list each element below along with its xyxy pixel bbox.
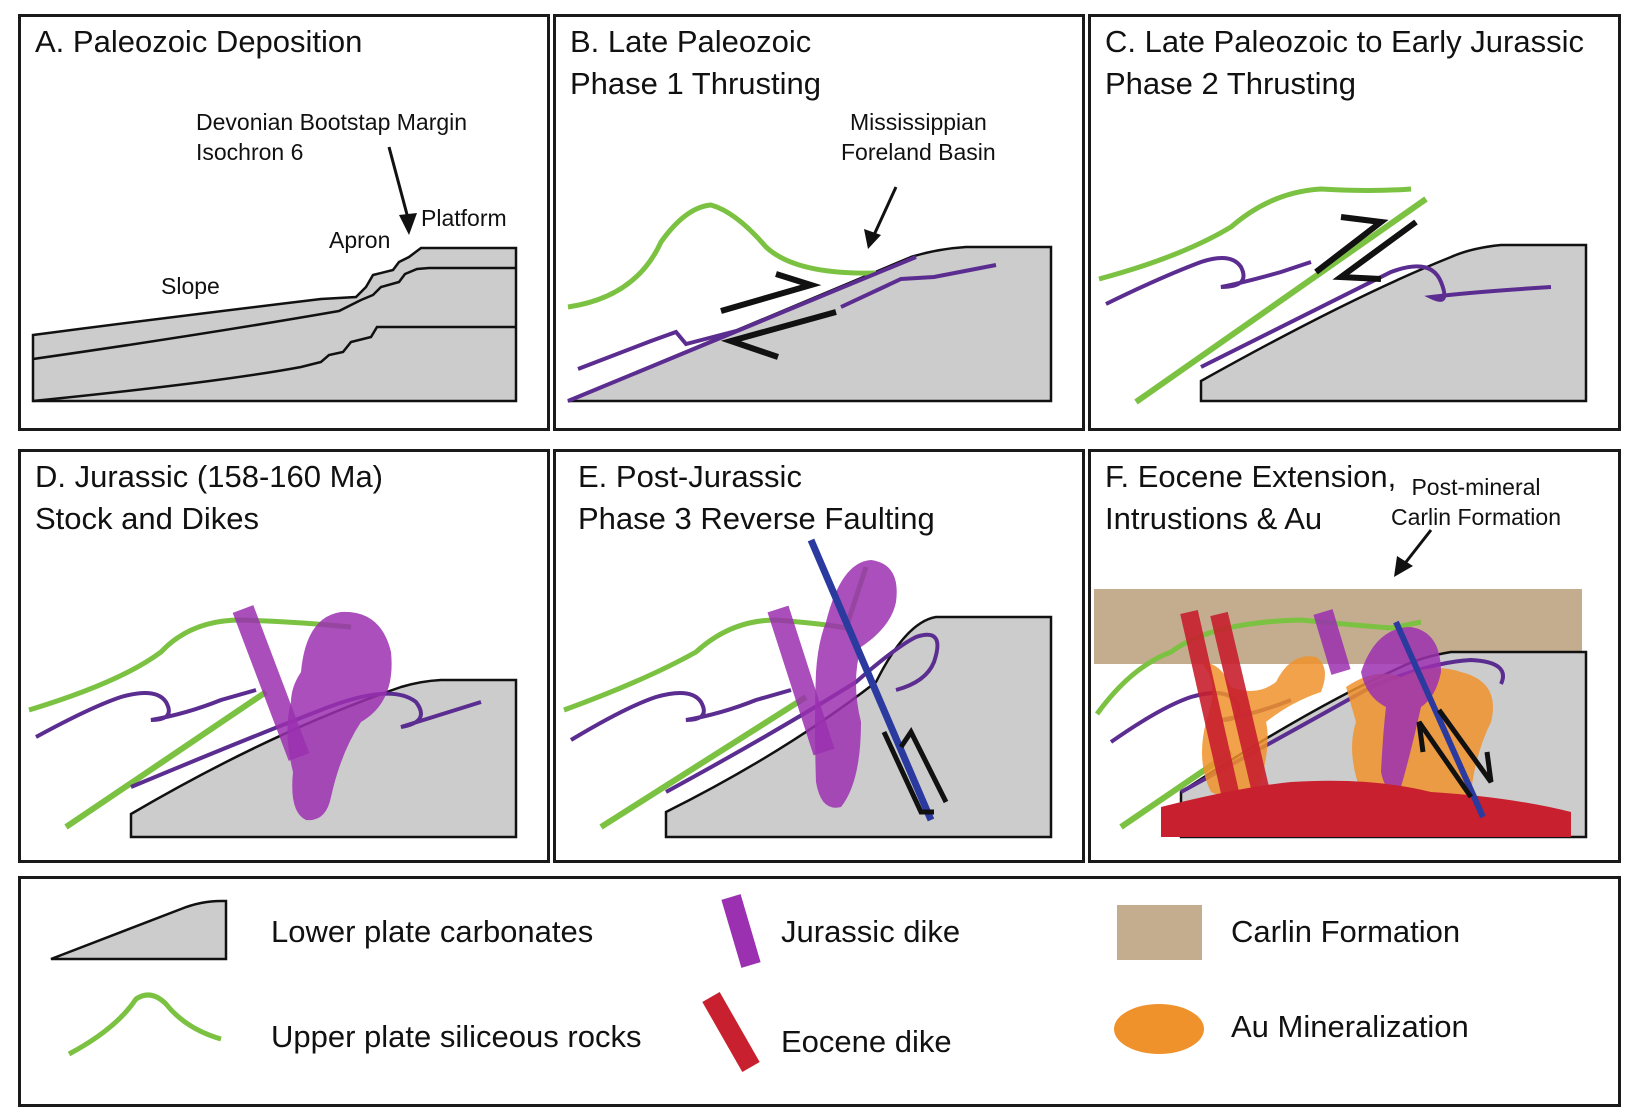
panel-a-drawing: [31, 146, 518, 403]
fold-line-footwall: [1200, 264, 1552, 369]
eocene-intrusion: [1161, 780, 1571, 837]
legend-jurassic-dike-label: Jurassic dike: [781, 914, 961, 949]
thrust-fault: [1134, 196, 1428, 405]
strata-line-1: [32, 266, 516, 361]
panel-a-title: A. Paleozoic Deposition: [35, 21, 362, 63]
panel-c: C. Late Paleozoic to Early Jurassic Phas…: [1088, 14, 1621, 431]
panel-a-title-line: A. Paleozoic Deposition: [35, 24, 363, 59]
carlin-swatch: [1117, 905, 1202, 960]
fault-line: [599, 694, 808, 830]
fold-line-hanging: [569, 688, 792, 742]
margin-label-line: Isochron 6: [196, 139, 304, 165]
panel-b: B. Late Paleozoic Phase 1 Thrusting Miss…: [553, 14, 1085, 431]
jurassic-dike-swatch: [721, 894, 761, 968]
lower-plate-swatch: [50, 899, 228, 961]
legend: Lower plate carbonates Upper plate silic…: [18, 876, 1621, 1107]
panel-d-title-line: Stock and Dikes: [35, 501, 259, 536]
motion-arrow-up: [881, 730, 934, 815]
jurassic-stock: [815, 560, 897, 808]
panel-e-drawing: [563, 538, 1053, 839]
jurassic-stock: [1361, 627, 1441, 790]
margin-arrow-shaft: [387, 146, 411, 223]
panel-b-title-line: B. Late Paleozoic: [570, 24, 812, 59]
basin-arrow-head: [864, 229, 881, 249]
basin-label: Mississippian Foreland Basin: [841, 107, 996, 167]
panel-b-title-line: Phase 1 Thrusting: [570, 66, 822, 101]
panel-f: F. Eocene Extension, Intrustions & Au Po…: [1088, 449, 1621, 863]
panel-a: A. Paleozoic Deposition Devonian Bootsta…: [18, 14, 550, 431]
basin-arrow-shaft: [872, 186, 898, 236]
margin-arrow-head: [399, 213, 417, 235]
carlin-arrow-shaft: [1404, 529, 1433, 563]
upper-plate-swatch: [67, 992, 222, 1057]
legend-upper-plate-label: Upper plate siliceous rocks: [271, 1019, 642, 1054]
siliceous-rocks: [567, 202, 877, 310]
panel-d: D. Jurassic (158-160 Ma) Stock and Dikes: [18, 449, 550, 863]
motion-arrow-upper: [1314, 214, 1389, 275]
carlin-label-line: Carlin Formation: [1391, 504, 1561, 530]
platform-label: Platform: [421, 205, 507, 231]
panel-e-title-line: Phase 3 Reverse Faulting: [578, 501, 935, 536]
carbonate-platform: [31, 246, 518, 403]
panel-f-title-line: F. Eocene Extension,: [1105, 459, 1397, 494]
motion-arrow-lower: [1332, 219, 1418, 282]
panel-c-drawing: [1098, 186, 1588, 405]
panel-c-title: C. Late Paleozoic to Early Jurassic Phas…: [1105, 21, 1584, 105]
thrust-fault: [567, 255, 917, 403]
motion-arrow-up: [1416, 720, 1474, 799]
slope-label: Slope: [161, 273, 220, 299]
apron-label: Apron: [329, 227, 391, 253]
margin-label: Devonian Bootstap Margin Isochron 6: [196, 107, 467, 167]
fold-line-footwall: [840, 263, 997, 309]
eocene-dike-swatch: [702, 992, 760, 1072]
au-swatch: [1114, 1004, 1204, 1054]
fold-line-hanging: [577, 329, 737, 371]
panel-f-drawing: [1094, 529, 1588, 839]
panel-e: E. Post-Jurassic Phase 3 Reverse Faultin…: [553, 449, 1085, 863]
legend-lower-plate-label: Lower plate carbonates: [271, 914, 594, 949]
panel-b-drawing: [567, 186, 1053, 403]
carlin-label-line: Post-mineral: [1411, 474, 1541, 500]
motion-arrow-down: [898, 727, 949, 804]
jurassic-stock: [287, 611, 392, 821]
legend-eocene-dike-label: Eocene dike: [781, 1024, 952, 1059]
panel-f-title: F. Eocene Extension, Intrustions & Au: [1105, 456, 1396, 540]
basin-label-line: Foreland Basin: [841, 139, 996, 165]
panel-e-title-line: E. Post-Jurassic: [578, 459, 802, 494]
margin-label-line: Devonian Bootstap Margin: [196, 109, 468, 135]
motion-arrow-upper: [720, 271, 822, 314]
panel-b-title: B. Late Paleozoic Phase 1 Thrusting: [570, 21, 821, 105]
normal-fault: [1393, 620, 1486, 819]
fold-line-hanging: [35, 688, 257, 739]
motion-arrow-lower: [720, 309, 837, 360]
panel-c-title-line: Phase 2 Thrusting: [1105, 66, 1357, 101]
panel-e-title: E. Post-Jurassic Phase 3 Reverse Faultin…: [578, 456, 935, 540]
panel-d-title-line: D. Jurassic (158-160 Ma): [35, 459, 384, 494]
carbonate-block: [1199, 243, 1588, 403]
panel-d-title: D. Jurassic (158-160 Ma) Stock and Dikes: [35, 456, 383, 540]
legend-carlin-label: Carlin Formation: [1231, 914, 1461, 949]
basin-label-line: Mississippian: [849, 109, 987, 135]
legend-swatches: [50, 894, 1204, 1072]
jurassic-dike: [1313, 609, 1351, 675]
eocene-dike: [1210, 611, 1270, 795]
panel-d-drawing: [28, 605, 518, 839]
fold-line-hanging: [1105, 256, 1312, 306]
motion-arrow-down: [1436, 708, 1494, 784]
siliceous-rocks: [28, 617, 352, 713]
siliceous-rocks: [563, 566, 869, 713]
carlin-arrow-head: [1394, 556, 1413, 577]
carlin-label: Post-mineral Carlin Formation: [1391, 472, 1561, 532]
siliceous-rocks: [1098, 186, 1412, 282]
panel-f-title-line: Intrustions & Au: [1105, 501, 1323, 536]
reverse-fault: [807, 538, 935, 822]
eocene-dike: [1180, 610, 1240, 799]
fault-line: [64, 689, 268, 830]
strata-line-2: [32, 325, 516, 403]
legend-au-label: Au Mineralization: [1231, 1009, 1469, 1044]
panel-c-title-line: C. Late Paleozoic to Early Jurassic: [1105, 24, 1584, 59]
fold-line-footwall: [665, 632, 940, 794]
